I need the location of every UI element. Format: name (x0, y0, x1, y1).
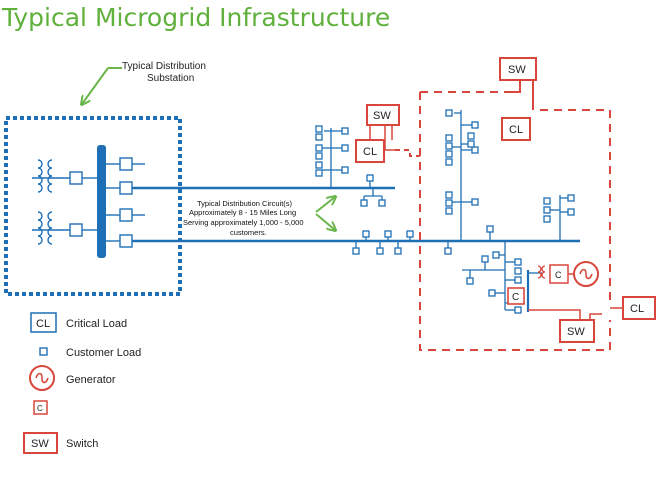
microgrid-boundary (419, 91, 611, 351)
legend-label: Generator (66, 374, 116, 386)
microgrid-lateral-lower (462, 241, 542, 314)
substation-bus-bar (97, 145, 106, 258)
breaker-icon (69, 171, 83, 185)
switch-icon (23, 432, 58, 454)
circuit-label-line2: Approximately 8 - 15 Miles Long (189, 208, 296, 217)
critical-load-right-label: CL (630, 303, 644, 315)
breaker-icon (119, 181, 133, 195)
page-title: Typical Microgrid Infrastructure (1, 3, 390, 32)
arrow-icon (315, 197, 335, 213)
controller-label: C (512, 292, 519, 303)
transformer-icon (537, 265, 546, 279)
legend-item-generator: Generator (29, 365, 116, 391)
substation-label-line2: Substation (147, 73, 194, 84)
legend-item-switch: SW Switch (23, 432, 98, 454)
substation-label-line1: Typical Distribution (122, 61, 206, 72)
lateral-upper-left (315, 125, 349, 188)
svg-text:SW: SW (31, 438, 49, 450)
customer-load-icon (39, 347, 48, 356)
critical-load-right: CL (610, 296, 656, 320)
legend-label: Switch (66, 438, 98, 450)
switch-left-label: SW (373, 110, 391, 122)
circuit-label-line1: Typical Distribution Circuit(s) (197, 199, 293, 208)
switch-bottom: SW (528, 309, 602, 343)
legend-item-critical-load: CL Critical Load (30, 312, 127, 333)
critical-load-icon (30, 312, 57, 333)
legend-item-customer-load: Customer Load (39, 347, 141, 359)
critical-load-left-label: CL (363, 146, 377, 158)
switch-top: SW (499, 57, 537, 81)
legend: CL Critical Load Customer Load Generator… (23, 312, 141, 454)
critical-load-top: CL (501, 117, 531, 141)
arrow-icon (82, 67, 109, 104)
microgrid-lateral-tall (445, 109, 479, 241)
legend-label: Critical Load (66, 318, 127, 330)
switch-bottom-label: SW (567, 326, 585, 338)
controller-box (507, 287, 525, 305)
controller-icon (33, 400, 48, 415)
breaker-icon (119, 157, 133, 171)
legend-item-controller: C (33, 400, 48, 415)
arrow-icon (315, 213, 335, 230)
lateral-lower-main (352, 230, 414, 255)
lateral-upper-mid (360, 174, 386, 207)
microgrid-connection (508, 80, 534, 110)
breaker-icon (119, 234, 133, 248)
critical-load-left: CL (355, 139, 385, 163)
transformer-icon (32, 211, 70, 245)
microgrid-lateral-right (543, 194, 575, 241)
svg-text:CL: CL (36, 318, 50, 330)
svg-text:C: C (37, 404, 43, 413)
substation-boundary (4, 116, 182, 296)
controller-label: C (555, 270, 562, 280)
breaker-icon (119, 208, 133, 222)
switch-left: SW (366, 104, 400, 151)
switch-top-label: SW (508, 64, 526, 76)
circuit-label-line3: Serving approximately 1,000 - 5,000 (183, 218, 304, 227)
substation (4, 116, 182, 296)
microgrid-lateral-short (444, 225, 494, 255)
critical-load-top-label: CL (509, 124, 523, 136)
circuit-label-line4: customers. (230, 228, 267, 237)
transformer-icon (32, 159, 70, 193)
legend-label: Customer Load (66, 347, 141, 359)
microgrid-generator: C (537, 261, 599, 287)
breaker-icon (69, 223, 83, 237)
